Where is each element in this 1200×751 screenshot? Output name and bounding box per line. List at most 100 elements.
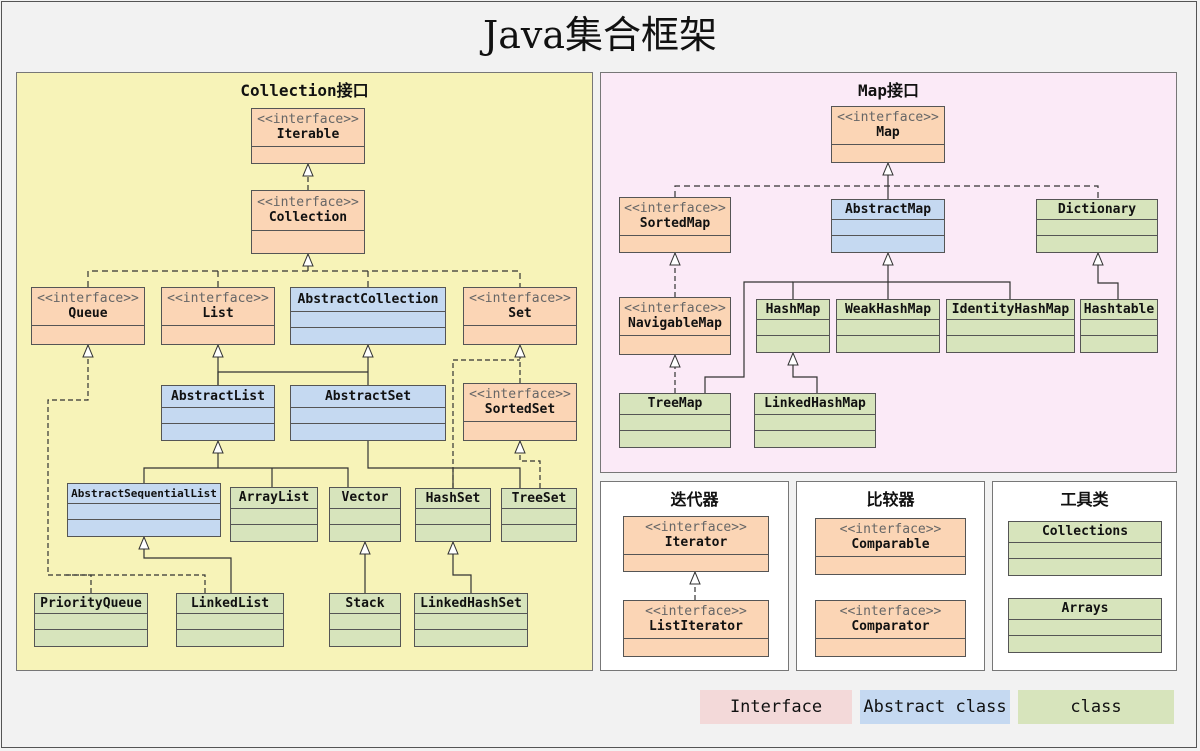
abstract-list-class[interactable]: AbstractList xyxy=(161,385,275,441)
set-interface[interactable]: <<interface>> Set xyxy=(463,287,577,345)
box-section xyxy=(330,509,400,525)
box-section xyxy=(291,424,445,440)
dictionary-header: Dictionary xyxy=(1037,200,1157,220)
box-section xyxy=(947,336,1074,352)
box-section xyxy=(837,320,939,336)
hash-set-class[interactable]: HashSet xyxy=(415,488,491,542)
stereotype-label: <<interface>> xyxy=(839,522,942,537)
diagram-title: Java集合框架 xyxy=(482,13,717,57)
comparator-header: <<interface>> Comparator xyxy=(816,601,965,639)
box-section xyxy=(416,509,490,525)
priority-queue-class[interactable]: PriorityQueue xyxy=(34,593,148,647)
legend-interface: Interface xyxy=(700,690,852,724)
linked-list-class[interactable]: LinkedList xyxy=(176,593,284,647)
priority-queue-header: PriorityQueue xyxy=(35,594,147,614)
box-name: Iterator xyxy=(664,535,728,550)
arrays-class[interactable]: Arrays xyxy=(1008,598,1162,653)
abstract-sequential-list-class[interactable]: AbstractSequentialList xyxy=(67,483,221,537)
vector-class[interactable]: Vector xyxy=(329,487,401,542)
stereotype-label: <<interface>> xyxy=(839,604,942,619)
weak-hash-map-header: WeakHashMap xyxy=(837,300,939,320)
abstract-set-class[interactable]: AbstractSet xyxy=(290,385,446,441)
box-section xyxy=(624,639,768,657)
queue-interface[interactable]: <<interface>> Queue xyxy=(31,287,145,345)
box-section xyxy=(252,231,364,254)
box-section xyxy=(415,614,527,630)
box-name: AbstractList xyxy=(171,388,265,404)
box-section xyxy=(1037,236,1157,252)
utility-panel-title: 工具类 xyxy=(1060,490,1109,509)
box-name: ArrayList xyxy=(238,490,310,505)
box-section xyxy=(162,408,274,424)
box-name: AbstractSequentialList xyxy=(71,486,217,500)
box-section xyxy=(620,336,730,355)
iterable-interface[interactable]: <<interface>> Iterable xyxy=(251,108,365,164)
identity-hash-map-class[interactable]: IdentityHashMap xyxy=(946,299,1075,353)
collections-header: Collections xyxy=(1009,522,1161,543)
collection-header: <<interface>> Collection xyxy=(252,191,364,231)
box-section xyxy=(757,320,829,336)
box-section xyxy=(837,336,939,352)
box-name: Collections xyxy=(1041,524,1129,539)
comparable-header: <<interface>> Comparable xyxy=(816,519,965,557)
stack-class[interactable]: Stack xyxy=(329,593,401,647)
set-header: <<interface>> Set xyxy=(464,288,576,326)
navigable-map-interface[interactable]: <<interface>> NavigableMap xyxy=(619,297,731,355)
collection-interface[interactable]: <<interface>> Collection xyxy=(251,190,365,254)
stereotype-label: <<interface>> xyxy=(257,195,359,210)
abstract-map-class[interactable]: AbstractMap xyxy=(831,199,945,253)
sorted-map-interface[interactable]: <<interface>> SortedMap xyxy=(619,197,731,253)
list-iterator-header: <<interface>> ListIterator xyxy=(624,601,768,639)
box-name: Vector xyxy=(341,490,389,505)
comparator-interface[interactable]: <<interface>> Comparator xyxy=(815,600,966,657)
sorted-map-header: <<interface>> SortedMap xyxy=(620,198,730,236)
sorted-set-interface[interactable]: <<interface>> SortedSet xyxy=(463,383,577,441)
linked-hash-set-class[interactable]: LinkedHashSet xyxy=(414,593,528,647)
weak-hash-map-class[interactable]: WeakHashMap xyxy=(836,299,940,353)
tree-set-class[interactable]: TreeSet xyxy=(501,488,577,542)
linked-hash-map-class[interactable]: LinkedHashMap xyxy=(754,393,876,448)
box-name: TreeSet xyxy=(511,490,567,506)
list-header: <<interface>> List xyxy=(162,288,274,326)
box-name: AbstractMap xyxy=(844,201,932,217)
map-interface[interactable]: <<interface>> Map xyxy=(831,106,945,163)
hash-map-class[interactable]: HashMap xyxy=(756,299,830,353)
legend-abstract-class: Abstract class xyxy=(860,690,1010,724)
hashtable-class[interactable]: Hashtable xyxy=(1080,299,1158,353)
list-interface[interactable]: <<interface>> List xyxy=(161,287,275,345)
box-section xyxy=(947,320,1074,336)
box-section xyxy=(35,614,147,630)
box-name: AbstractSet xyxy=(324,388,412,404)
map-header: <<interface>> Map xyxy=(832,107,944,145)
box-name: Hashtable xyxy=(1083,301,1155,317)
collections-class[interactable]: Collections xyxy=(1008,521,1162,576)
abstract-collection-class[interactable]: AbstractCollection xyxy=(290,287,446,345)
abstract-set-header: AbstractSet xyxy=(291,386,445,408)
tree-map-class[interactable]: TreeMap xyxy=(619,393,731,448)
box-name: HashSet xyxy=(425,490,481,506)
box-section xyxy=(330,630,400,646)
tree-set-header: TreeSet xyxy=(502,489,576,509)
array-list-header: ArrayList xyxy=(231,488,317,509)
box-section xyxy=(620,236,730,253)
box-section xyxy=(464,326,576,345)
box-section xyxy=(464,422,576,441)
abstract-sequential-list-header: AbstractSequentialList xyxy=(68,484,220,504)
box-section xyxy=(620,415,730,431)
array-list-class[interactable]: ArrayList xyxy=(230,487,318,542)
comparable-interface[interactable]: <<interface>> Comparable xyxy=(815,518,966,575)
dictionary-class[interactable]: Dictionary xyxy=(1036,199,1158,253)
box-section xyxy=(832,220,944,236)
box-name: List xyxy=(202,306,234,321)
list-iterator-interface[interactable]: <<interface>> ListIterator xyxy=(623,600,769,657)
box-section xyxy=(291,312,445,328)
box-section xyxy=(502,509,576,525)
box-section xyxy=(68,504,220,520)
iterator-interface[interactable]: <<interface>> Iterator xyxy=(623,516,769,572)
box-name: AbstractCollection xyxy=(297,291,439,307)
box-name: Collection xyxy=(268,210,348,225)
tree-map-header: TreeMap xyxy=(620,394,730,415)
box-section xyxy=(252,147,364,164)
box-section xyxy=(755,415,875,431)
